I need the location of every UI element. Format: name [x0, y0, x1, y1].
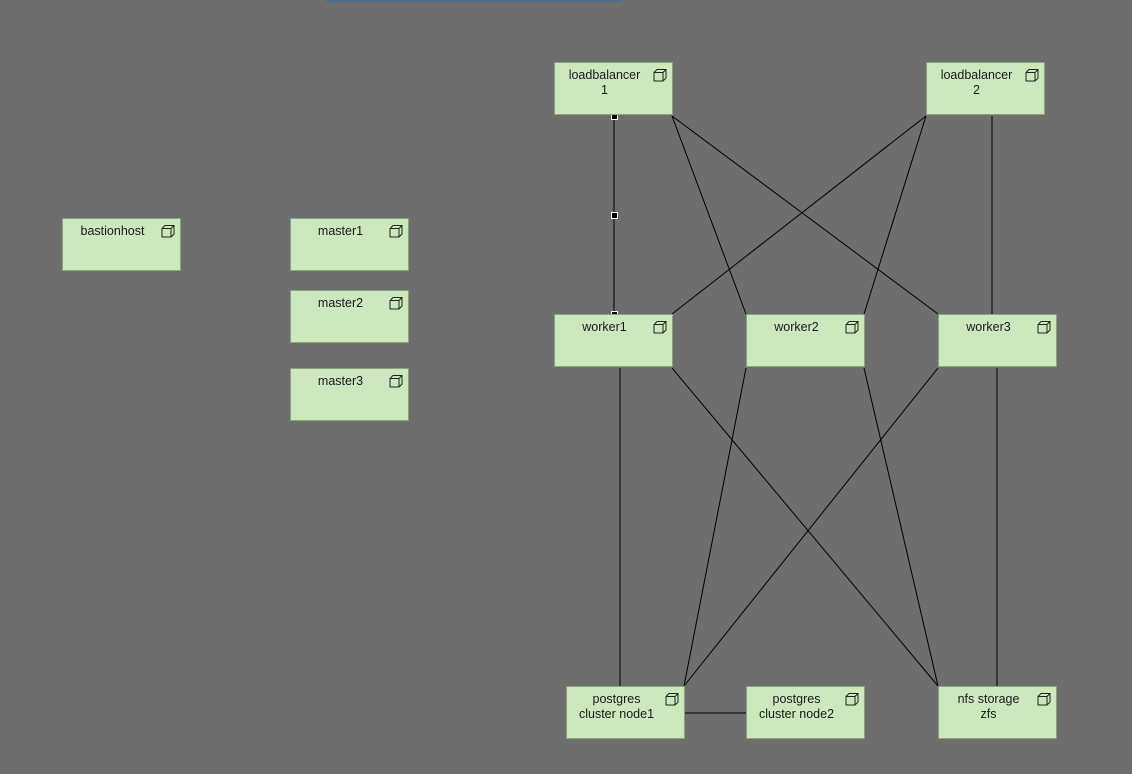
node-label: worker1 [559, 320, 650, 335]
node-label: master1 [295, 224, 386, 239]
edge-lb2-worker2[interactable] [863, 115, 927, 315]
node-label-line: nfs storage [957, 692, 1020, 706]
node-label-line: postgres [592, 692, 641, 706]
node-bastionhost[interactable]: bastionhost [62, 218, 181, 271]
node-label-line: loadbalancer [568, 68, 641, 82]
edge-worker1-nfs[interactable] [671, 367, 939, 687]
node-box-icon [389, 374, 403, 388]
node-worker2[interactable]: worker2 [746, 314, 865, 367]
node-box-icon [665, 692, 679, 706]
node-worker1[interactable]: worker1 [554, 314, 673, 367]
node-box-icon [845, 692, 859, 706]
edge-worker2-pg1[interactable] [683, 367, 747, 687]
node-label: bastionhost [67, 224, 158, 239]
edge-worker3-pg1[interactable] [683, 367, 939, 687]
node-worker3[interactable]: worker3 [938, 314, 1057, 367]
edge-worker2-nfs[interactable] [863, 367, 939, 687]
node-label: master3 [295, 374, 386, 389]
node-master2[interactable]: master2 [290, 290, 409, 343]
edge-selection-handle[interactable] [611, 212, 618, 219]
node-label-line: master3 [317, 374, 364, 388]
node-label-line: cluster node1 [578, 707, 655, 721]
node-label-line: worker2 [774, 320, 819, 334]
node-box-icon [389, 224, 403, 238]
node-label-line: master1 [317, 224, 364, 238]
edge-lb1-worker3[interactable] [671, 115, 939, 315]
node-label-line: loadbalancer [940, 68, 1013, 82]
node-label-line: master2 [317, 296, 364, 310]
node-label-line: worker3 [966, 320, 1011, 334]
node-master1[interactable]: master1 [290, 218, 409, 271]
node-label: worker2 [751, 320, 842, 335]
edge-lb2-worker1[interactable] [671, 115, 927, 315]
node-master3[interactable]: master3 [290, 368, 409, 421]
node-label-line: 1 [601, 83, 608, 97]
node-label-line: bastionhost [80, 224, 145, 238]
node-label: worker3 [943, 320, 1034, 335]
node-label-line: worker1 [582, 320, 627, 334]
window-title-bar-accent [326, 0, 622, 2]
node-box-icon [1037, 692, 1051, 706]
node-box-icon [653, 68, 667, 82]
node-label-line: postgres [772, 692, 821, 706]
node-box-icon [1025, 68, 1039, 82]
node-box-icon [1037, 320, 1051, 334]
node-label: master2 [295, 296, 386, 311]
node-label-line: cluster node2 [758, 707, 835, 721]
node-box-icon [161, 224, 175, 238]
node-box-icon [845, 320, 859, 334]
node-box-icon [653, 320, 667, 334]
node-label-line: 2 [973, 83, 980, 97]
node-label-line: zfs [980, 707, 997, 721]
edge-lb1-worker2[interactable] [671, 115, 747, 315]
node-box-icon [389, 296, 403, 310]
